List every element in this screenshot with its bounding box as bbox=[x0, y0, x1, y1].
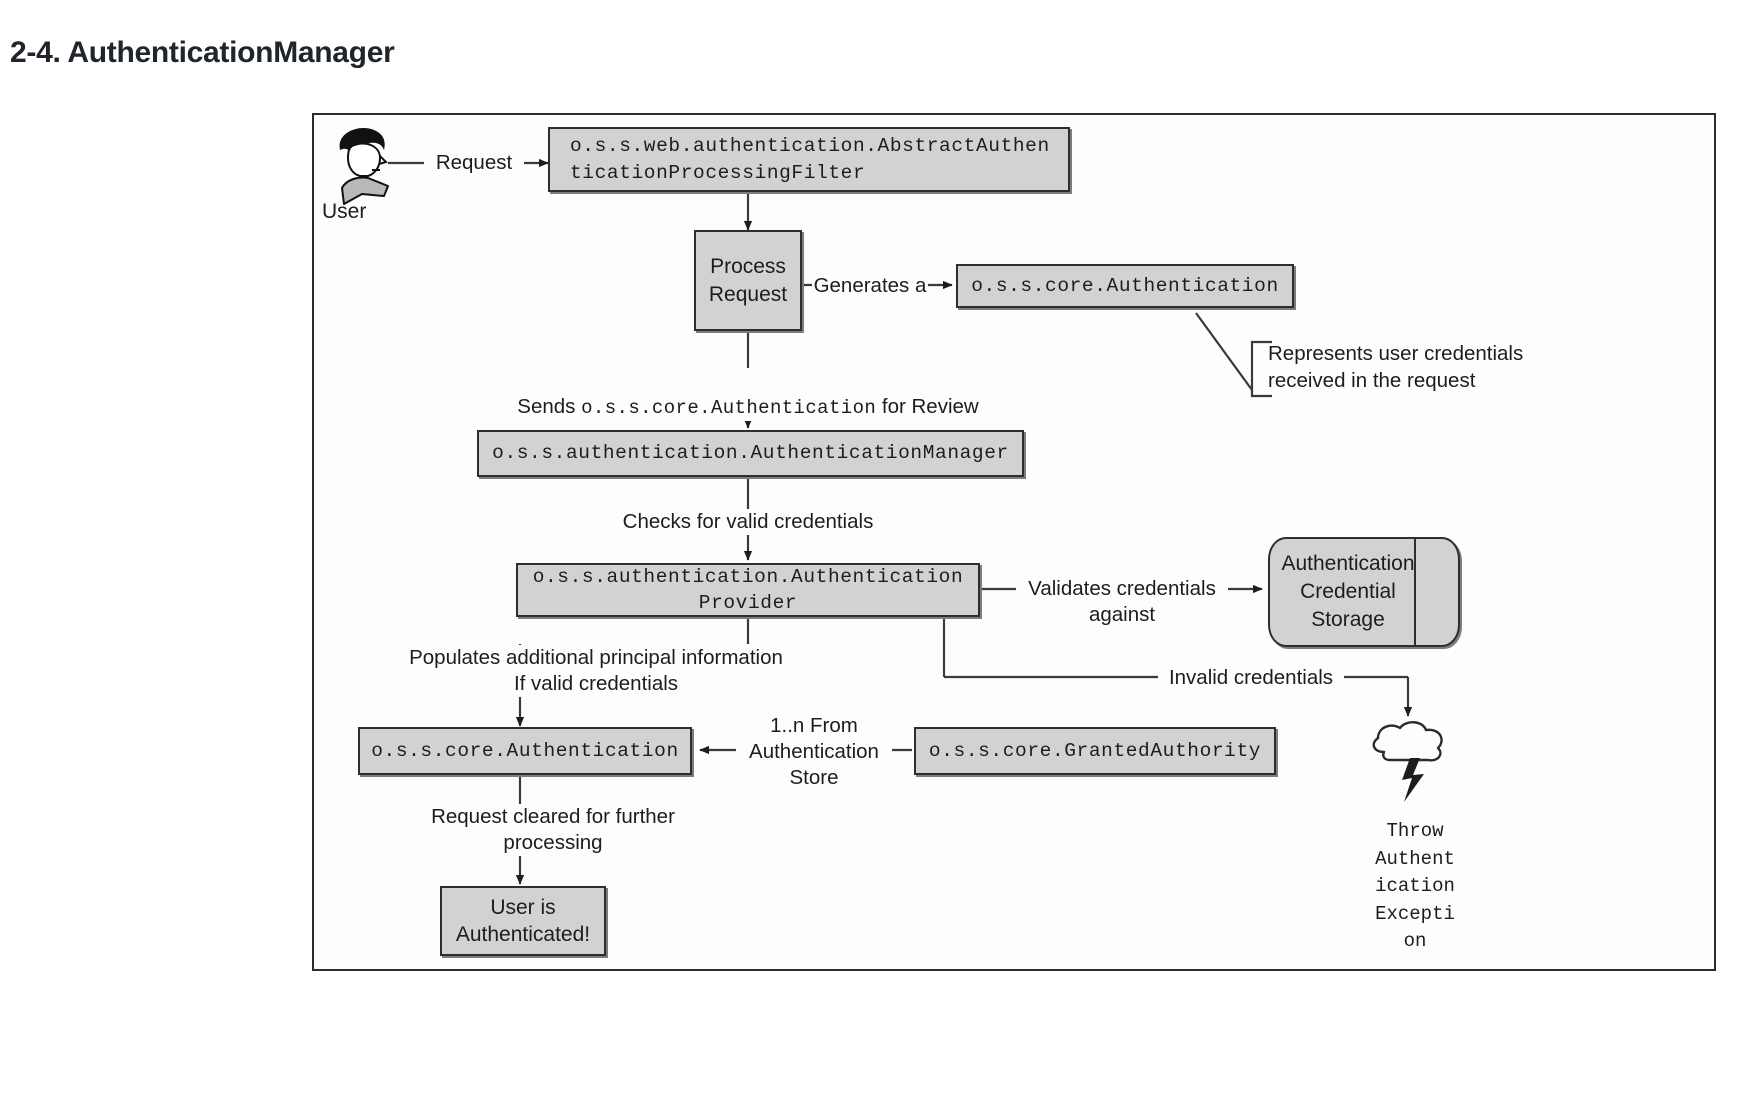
node-granted-authority[interactable]: o.s.s.core.GrantedAuthority bbox=[914, 727, 1276, 775]
edge-label-invalid-credentials: Invalid credentials bbox=[1158, 665, 1344, 692]
node-label: o.s.s.web.authentication.AbstractAuthen … bbox=[570, 135, 1050, 184]
node-authentication-provider[interactable]: o.s.s.authentication.Authentication Prov… bbox=[516, 563, 980, 617]
edge-label-populates-principal-information: Populates additional principal informati… bbox=[390, 645, 802, 698]
edge-label-request: Request bbox=[424, 150, 524, 177]
node-authentication-manager[interactable]: o.s.s.authentication.AuthenticationManag… bbox=[477, 430, 1024, 477]
node-label: o.s.s.core.GrantedAuthority bbox=[928, 739, 1262, 762]
note-text: Represents user credentials received in … bbox=[1268, 342, 1524, 393]
exception-cloud-icon bbox=[1360, 718, 1464, 804]
node-label: o.s.s.authentication.Authentication Prov… bbox=[532, 565, 964, 614]
sends-suffix: for Review bbox=[876, 395, 979, 419]
edge-label-sends-authentication-for-review: Sends o.s.s.core.Authentication for Revi… bbox=[498, 368, 998, 421]
node-label: o.s.s.authentication.AuthenticationManag… bbox=[492, 442, 1009, 465]
page-title: 2-4. AuthenticationManager bbox=[10, 36, 395, 69]
node-user-is-authenticated[interactable]: User is Authenticated! bbox=[440, 886, 606, 956]
cylinder-cap bbox=[1414, 537, 1460, 647]
user-actor-label: User bbox=[322, 200, 367, 223]
edge-label-one-to-n-from-authentication-store: 1..n From Authentication Store bbox=[736, 713, 892, 792]
edge-label-validates-credentials-against: Validates credentials against bbox=[1016, 576, 1228, 629]
node-core-authentication-top[interactable]: o.s.s.core.Authentication bbox=[956, 264, 1294, 308]
node-authentication-credential-storage[interactable]: Authentication Credential Storage bbox=[1268, 537, 1460, 647]
node-label: o.s.s.core.Authentication bbox=[971, 274, 1279, 297]
note-represents-user-credentials: Represents user credentials received in … bbox=[1248, 340, 1548, 398]
node-core-authentication-bottom[interactable]: o.s.s.core.Authentication bbox=[358, 727, 692, 775]
edge-label-request-cleared-for-processing: Request cleared for further processing bbox=[388, 804, 718, 857]
exception-label: Throw Authent ication Excepti on bbox=[1375, 820, 1455, 953]
node-label: Authentication Credential Storage bbox=[1281, 552, 1415, 631]
node-process-request[interactable]: Process Request bbox=[694, 230, 802, 331]
cylinder-body bbox=[1268, 537, 1460, 647]
user-avatar-icon bbox=[322, 124, 414, 206]
sends-code: o.s.s.core.Authentication bbox=[581, 397, 877, 420]
node-label: User is Authenticated! bbox=[455, 895, 591, 946]
sends-prefix: Sends bbox=[517, 395, 582, 419]
edge-label-generates-a: Generates a bbox=[812, 273, 928, 300]
node-label: Process Request bbox=[708, 255, 788, 306]
node-abstract-authentication-processing-filter[interactable]: o.s.s.web.authentication.AbstractAuthen … bbox=[548, 127, 1070, 192]
edge-label-checks-for-valid-credentials: Checks for valid credentials bbox=[568, 509, 928, 536]
node-label: o.s.s.core.Authentication bbox=[371, 739, 679, 762]
